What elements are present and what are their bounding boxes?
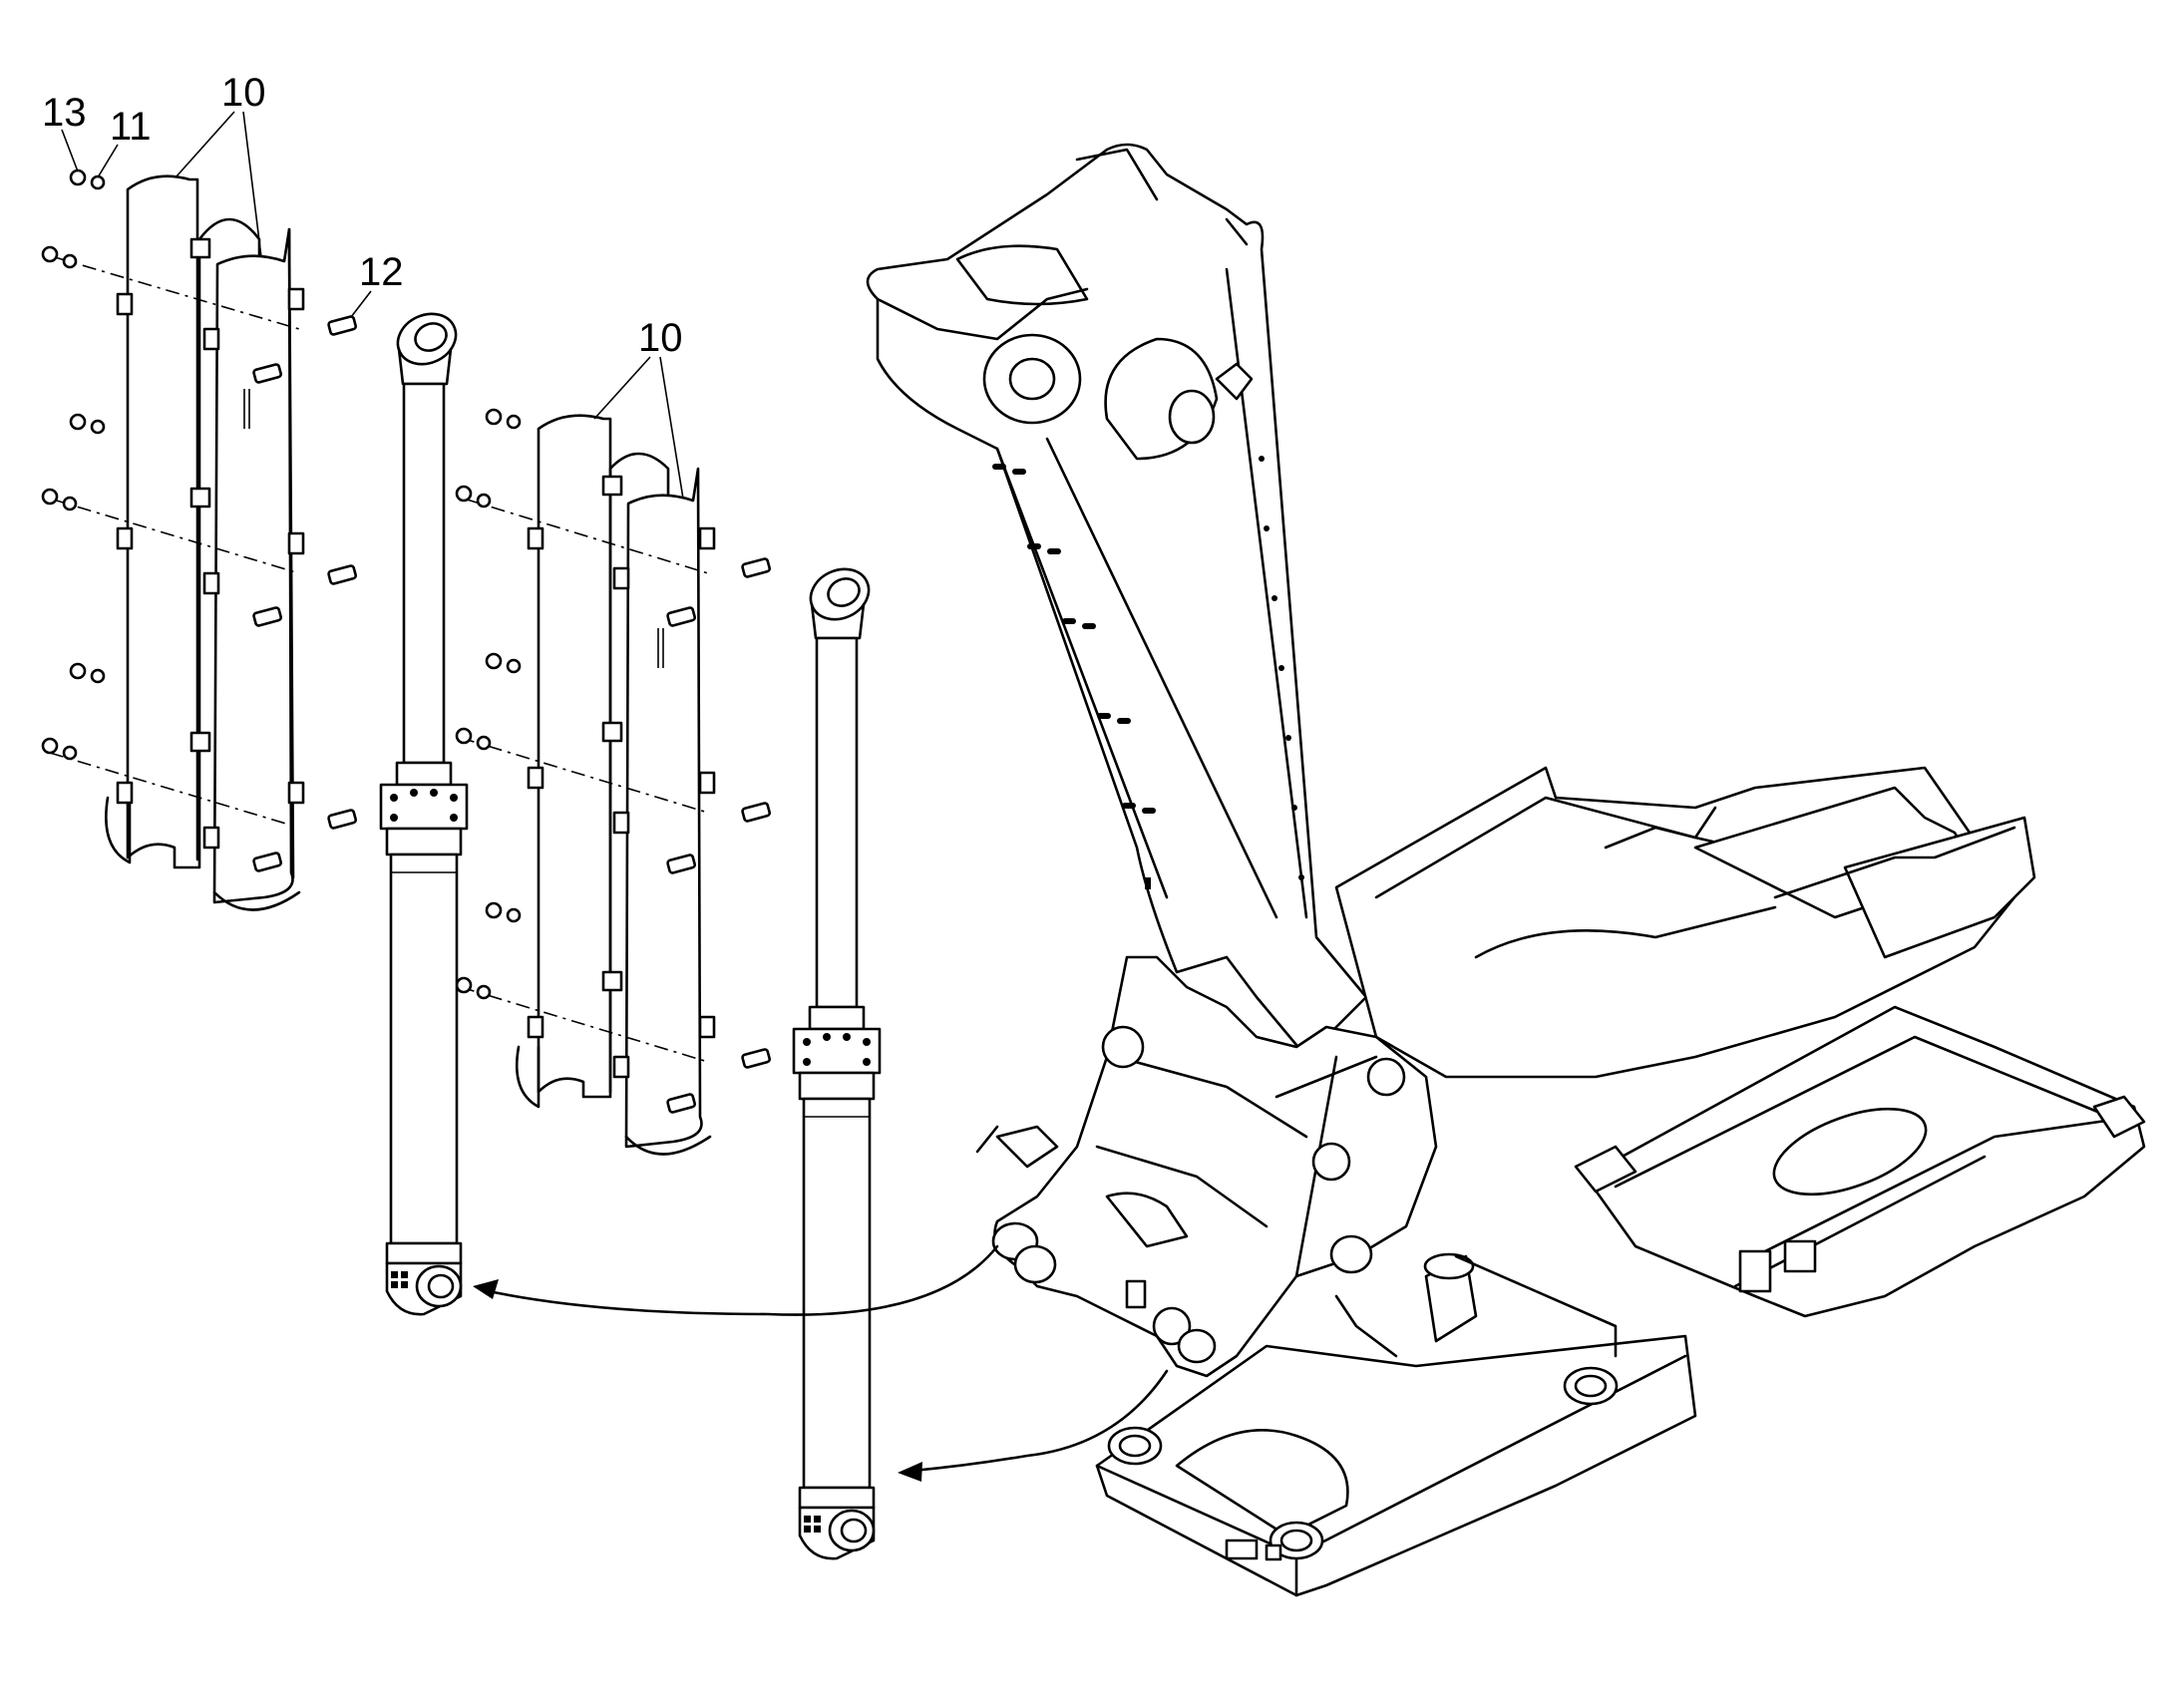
arrow-left — [473, 1244, 999, 1316]
nut-washer-set-left — [41, 169, 106, 761]
callout-12-label: 12 — [359, 250, 404, 294]
boom — [866, 143, 1368, 1059]
callout-10-left-label: 10 — [221, 71, 266, 115]
callout-10-center: 10 — [593, 316, 684, 500]
boom-rivets — [1259, 456, 1304, 880]
callout-10-left: 10 — [175, 71, 266, 258]
callout-13: 13 — [42, 91, 87, 172]
callout-13-label: 13 — [42, 91, 87, 135]
callout-12: 12 — [350, 250, 404, 318]
cover-assembly-center — [455, 408, 771, 1156]
callout-10-center-label: 10 — [638, 316, 683, 360]
bolt-set-center — [666, 557, 771, 1114]
cover-assembly-left — [41, 169, 357, 911]
bolt-set-left — [252, 315, 357, 872]
hydraulic-cylinder-right — [792, 567, 882, 1560]
boom-slots — [992, 464, 1156, 889]
boom-foot-bracket — [975, 955, 1438, 1378]
hydraulic-cylinder-left — [379, 312, 469, 1316]
callout-11: 11 — [97, 105, 152, 178]
nut-washer-set-center — [455, 408, 522, 1000]
arrow-right — [898, 1369, 1169, 1482]
callout-11-label: 11 — [110, 105, 152, 149]
upper-frame — [1095, 766, 2146, 1597]
